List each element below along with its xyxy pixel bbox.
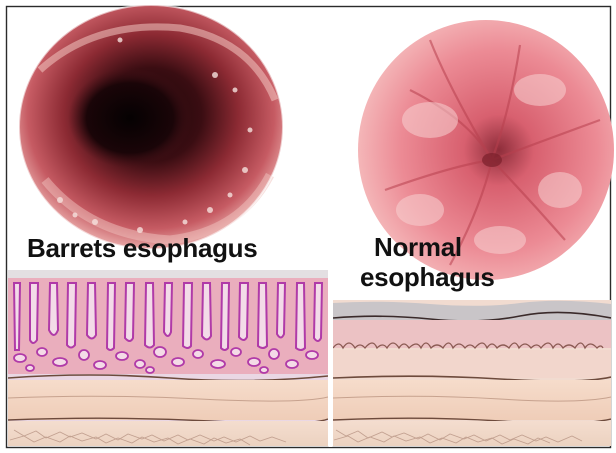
barrett-title: Barrets esophagus [27,233,257,263]
barrett-endoscopy-image [19,5,283,249]
normal-title-line2: esophagus [360,262,495,292]
barrett-tissue-diagram [8,278,328,451]
barrett-label-strip [8,270,328,278]
normal-title-line1: Normal [360,232,495,262]
normal-title: Normal esophagus [360,232,495,292]
normal-tissue-diagram [333,300,611,451]
